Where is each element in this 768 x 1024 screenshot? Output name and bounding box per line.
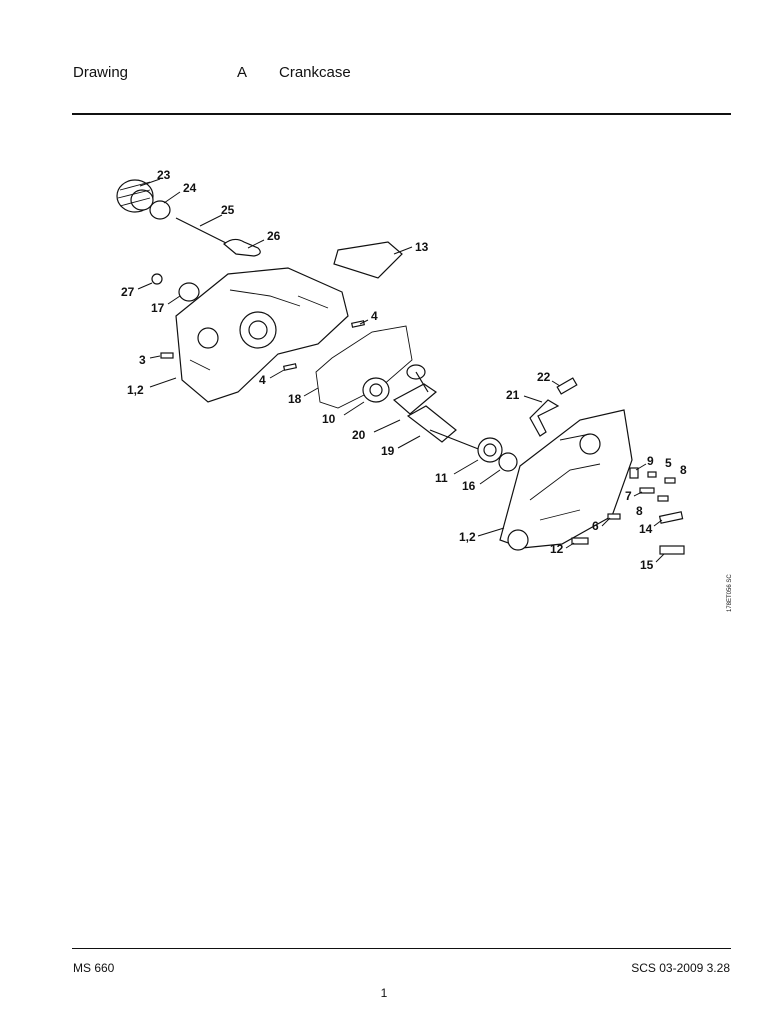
callout-24: 24 (183, 181, 197, 195)
part-4-pin-upper (351, 320, 365, 328)
part-23-drum (116, 179, 154, 213)
footer-doc-code: SCS 03-2009 3.28 (631, 961, 730, 975)
callout-11: 11 (435, 471, 448, 485)
callout-4-lower: 4 (259, 373, 266, 387)
callout-20: 20 (352, 428, 366, 442)
drawing-reference-code: 178ET056 SC (727, 574, 733, 612)
drawing-code: A (237, 64, 248, 81)
part-1-2-crankcase-right (499, 409, 633, 551)
part-8-screw-lower (657, 495, 669, 502)
part-9-pin (629, 467, 639, 479)
part-15-stud (659, 545, 685, 555)
part-20-crankshaft (392, 364, 487, 453)
leader-lines (137, 178, 665, 563)
callout-1-2-right: 1,2 (459, 530, 476, 544)
part-4-pin-lower (283, 363, 297, 371)
callout-1-2-left: 1,2 (127, 383, 144, 397)
part-11-bearing (477, 437, 503, 463)
callout-10: 10 (322, 412, 336, 426)
part-1-2-crankcase-left (175, 267, 349, 403)
footer-model: MS 660 (73, 961, 115, 975)
callout-4-upper: 4 (371, 309, 378, 323)
part-18-gasket (315, 325, 413, 409)
exploded-parts-diagram: 23 24 25 26 13 27 17 4 3 1,2 4 18 10 20 … (116, 168, 733, 612)
part-27-nut (151, 273, 163, 285)
callout-8-upper: 8 (680, 463, 687, 477)
callout-3: 3 (139, 353, 146, 367)
part-3-screw (160, 352, 174, 359)
callout-26: 26 (267, 229, 281, 243)
callout-25: 25 (221, 203, 235, 217)
callout-7: 7 (625, 489, 632, 503)
part-8-screw-upper (664, 477, 676, 484)
part-25-rod (175, 217, 233, 247)
callout-18: 18 (288, 392, 302, 406)
callout-12: 12 (550, 542, 564, 556)
callout-15: 15 (640, 558, 654, 572)
part-6-screw (607, 513, 621, 520)
callout-19: 19 (381, 444, 395, 458)
part-21-bracket (529, 399, 560, 437)
part-13-plate (333, 241, 403, 279)
footer-divider (72, 948, 731, 949)
header-divider (72, 113, 731, 115)
callout-22: 22 (537, 370, 551, 384)
callout-6: 6 (592, 519, 599, 533)
callout-13: 13 (415, 240, 429, 254)
part-22-sleeve (556, 377, 578, 395)
part-16-seal (498, 452, 518, 472)
callout-5: 5 (665, 456, 672, 470)
callout-8-lower: 8 (636, 504, 643, 518)
callout-21: 21 (506, 388, 520, 402)
drawing-label: Drawing (73, 64, 129, 81)
part-7-screw (639, 487, 655, 494)
part-10-bearing (362, 377, 390, 403)
callout-14: 14 (639, 522, 653, 536)
callout-16: 16 (462, 479, 476, 493)
page-number: 1 (380, 986, 388, 1000)
part-5-bolt (647, 471, 657, 478)
callout-27: 27 (121, 285, 135, 299)
part-12-screw (571, 537, 589, 545)
callout-9: 9 (647, 454, 654, 468)
part-26-clip (223, 238, 261, 257)
drawing-title: Crankcase (279, 64, 351, 81)
part-14-stud (658, 511, 684, 524)
callout-23: 23 (157, 168, 171, 182)
callout-17: 17 (151, 301, 165, 315)
part-17-seal (178, 282, 200, 302)
part-24-washer (149, 200, 171, 220)
